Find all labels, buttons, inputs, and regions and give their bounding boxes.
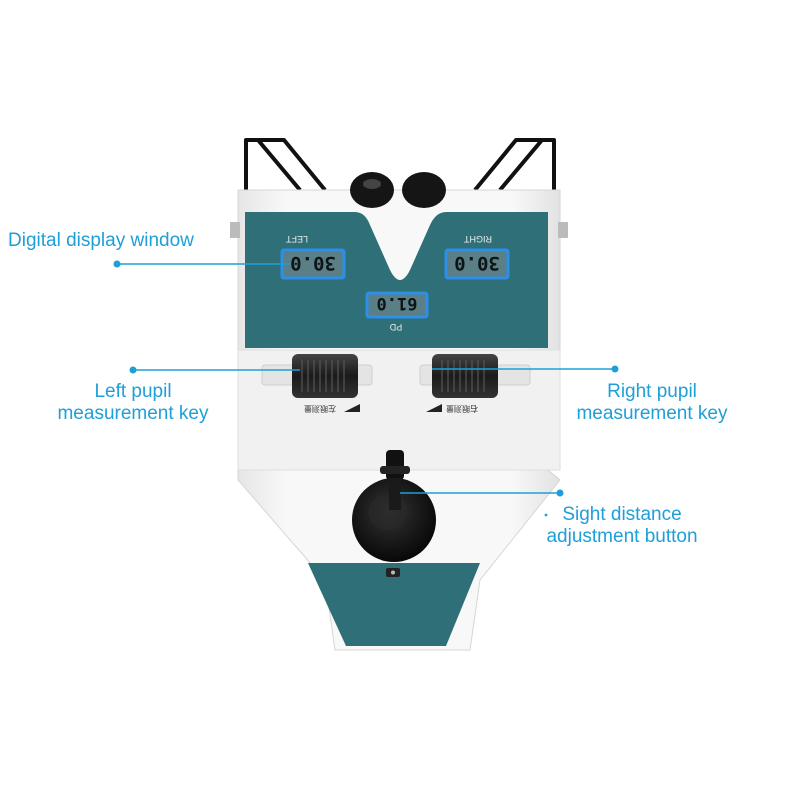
right-key-arrow-mark <box>426 404 442 412</box>
left-pupil-key[interactable] <box>292 354 358 398</box>
indicator-dot <box>391 570 395 575</box>
right-key-caption: 右眼测量 <box>446 404 478 414</box>
callout-left-line2: measurement key <box>57 403 209 424</box>
nose-pad-right <box>402 172 446 208</box>
lcd-pd: 61.0 <box>365 291 429 319</box>
callout-right-pupil-key: Right pupil measurement key <box>566 381 738 425</box>
lcd-pd-reading: 61.0 <box>377 293 418 313</box>
side-clip-right <box>558 222 568 238</box>
lower-plate <box>308 563 480 646</box>
frame-wire <box>244 138 556 196</box>
lcd-left: 30.0 <box>280 248 346 280</box>
sight-distance-knob[interactable] <box>352 450 436 562</box>
right-pupil-key[interactable] <box>432 354 498 398</box>
callout-display-window-text: Digital display window <box>8 230 194 251</box>
label-left: LEFT <box>286 234 309 244</box>
side-clip-left <box>230 222 240 238</box>
callout-left-line1: Left pupil <box>94 381 172 402</box>
label-pd: PD <box>389 322 402 332</box>
callout-right-line2: measurement key <box>576 403 728 424</box>
callout-lines <box>117 263 615 494</box>
left-key-caption: 左眼测量 <box>304 404 336 414</box>
callout-display-window: Digital display window <box>8 230 194 252</box>
callout-sight-line1: Sight distance <box>562 504 682 525</box>
lcd-right-reading: 30.0 <box>454 252 500 274</box>
lcd-left-reading: 30.0 <box>290 252 336 274</box>
label-right: RIGHT <box>464 234 493 244</box>
sight-callout-bullet <box>544 513 548 517</box>
callout-dots <box>113 260 619 497</box>
nose-pad-highlight <box>363 179 381 189</box>
nose-pad-left <box>350 172 394 208</box>
callout-sight-distance: Sight distance adjustment button <box>532 504 712 548</box>
callout-left-pupil-key: Left pupil measurement key <box>48 381 218 425</box>
display-panel <box>245 212 548 348</box>
lcd-right: 30.0 <box>444 248 510 280</box>
left-key-arrow-mark <box>344 404 360 412</box>
callout-right-line1: Right pupil <box>607 381 697 402</box>
callout-sight-line2: adjustment button <box>546 526 698 547</box>
